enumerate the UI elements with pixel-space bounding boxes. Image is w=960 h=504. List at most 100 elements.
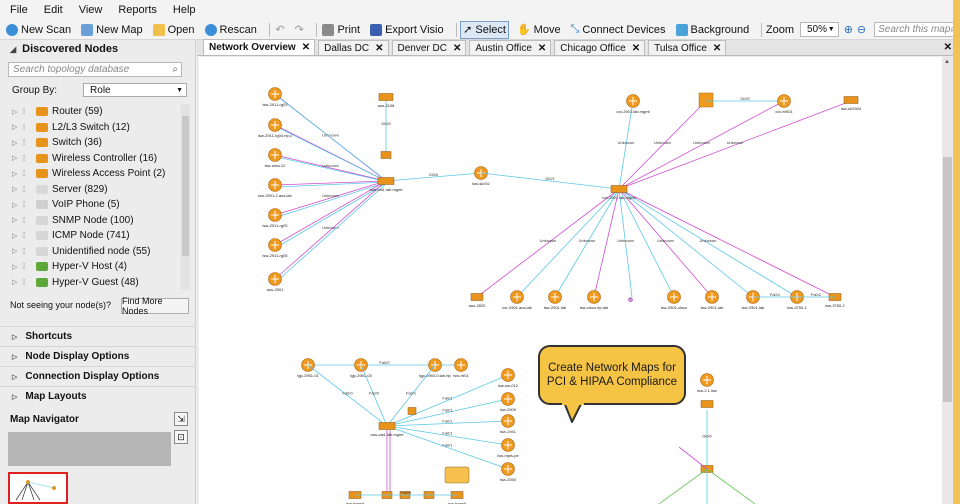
tab-2[interactable]: Denver DC✕ bbox=[391, 40, 467, 55]
role-list-item[interactable]: ▷⁞⁞L2/L3 Switch (12) bbox=[0, 120, 180, 136]
role-list-item[interactable]: ▷⁞⁞SNMP Node (100) bbox=[0, 213, 180, 229]
menu-help[interactable]: Help bbox=[172, 4, 196, 16]
role-label: Server (829) bbox=[52, 183, 108, 195]
node-role-icon bbox=[36, 153, 48, 163]
expand-arrow-icon[interactable]: ▷ bbox=[12, 201, 18, 209]
link-label: Unknown bbox=[322, 133, 339, 138]
network-link bbox=[274, 180, 387, 280]
visio-icon bbox=[370, 23, 383, 36]
node-label: isw-2901-cisco bbox=[661, 305, 688, 310]
close-icon[interactable]: ✕ bbox=[301, 42, 311, 53]
expand-arrow-icon[interactable]: ▷ bbox=[12, 170, 18, 178]
node-label: isw-2901.lab bbox=[544, 305, 567, 310]
group-by-select[interactable]: Role ▼ bbox=[83, 83, 188, 97]
tab-5[interactable]: Tulsa Office✕ bbox=[648, 40, 727, 55]
menu-reports[interactable]: Reports bbox=[118, 4, 157, 16]
role-list-item[interactable]: ▷⁞⁞VoIP Phone (5) bbox=[0, 197, 180, 213]
tab-0[interactable]: Network Overview✕ bbox=[203, 39, 316, 55]
open-button[interactable]: Open bbox=[151, 21, 197, 39]
print-button[interactable]: Print bbox=[320, 21, 362, 39]
drag-handle-icon[interactable]: ⁞⁞ bbox=[22, 169, 25, 179]
callout-line-2: PCI & HIPAA Compliance bbox=[546, 376, 678, 388]
expand-arrow-icon[interactable]: ▷ bbox=[12, 263, 18, 271]
link-label: Fa0/2 bbox=[811, 292, 822, 297]
drag-handle-icon[interactable]: ⁞⁞ bbox=[22, 200, 25, 210]
drag-handle-icon[interactable]: ⁞⁞ bbox=[22, 277, 25, 287]
close-icon[interactable]: ✕ bbox=[631, 42, 641, 54]
expand-arrow-icon[interactable]: ▷ bbox=[12, 248, 18, 256]
menu-view[interactable]: View bbox=[78, 4, 103, 16]
menu-edit[interactable]: Edit bbox=[43, 4, 63, 16]
zoom-select[interactable]: 50% ▼ bbox=[799, 22, 839, 37]
canvas-vertical-scrollbar[interactable]: ▲ bbox=[942, 57, 953, 504]
drag-handle-icon[interactable]: ⁞⁞ bbox=[22, 107, 25, 117]
select-tool-button[interactable]: ➚ Select bbox=[460, 20, 509, 39]
role-list-item[interactable]: ▷ ⁞⁞ Hyper-V Guest (48) bbox=[0, 275, 180, 291]
drag-handle-icon[interactable]: ⁞⁞ bbox=[22, 138, 25, 148]
link-label: Unknown bbox=[657, 238, 674, 243]
expand-arrow-icon[interactable]: ▷ bbox=[12, 232, 18, 240]
scroll-up-icon[interactable]: ▲ bbox=[944, 59, 950, 65]
toolbar-separator bbox=[761, 22, 762, 37]
drag-handle-icon[interactable]: ⁞⁞ bbox=[22, 246, 25, 256]
role-list-item[interactable]: ▷ ⁞⁞ Server (829) bbox=[0, 182, 180, 198]
expand-arrow-icon[interactable]: ▷ bbox=[12, 186, 18, 194]
role-list-item[interactable]: ▷⁞⁞ICMP Node (741) bbox=[0, 228, 180, 244]
expand-arrow-icon[interactable]: ▷ bbox=[12, 124, 18, 132]
map-search-input[interactable]: Search this map ⌕ bbox=[874, 22, 960, 37]
close-icon[interactable]: ✕ bbox=[712, 42, 722, 54]
zoom-out-icon[interactable]: ⊖ bbox=[856, 24, 867, 36]
scrollbar-thumb[interactable] bbox=[182, 116, 189, 256]
role-list-item[interactable]: ▷⁞⁞Switch (36) bbox=[0, 135, 180, 151]
role-list-item[interactable]: ▷⁞⁞Wireless Controller (16) bbox=[0, 151, 180, 167]
close-icon[interactable]: ✕ bbox=[375, 42, 384, 54]
group-by-value: Role bbox=[90, 84, 111, 96]
close-icon[interactable]: ✕ bbox=[537, 42, 547, 54]
scrollbar-thumb[interactable] bbox=[943, 157, 952, 402]
drag-handle-icon[interactable]: ⁞⁞ bbox=[22, 153, 25, 163]
drag-handle-icon[interactable]: ⁞⁞ bbox=[22, 231, 25, 241]
expand-arrow-icon[interactable]: ▷ bbox=[12, 217, 18, 225]
background-button[interactable]: Background bbox=[674, 21, 752, 39]
find-more-nodes-button[interactable]: Find More Nodes bbox=[121, 296, 189, 316]
network-link bbox=[276, 181, 389, 218]
discovered-nodes-header[interactable]: ◢ Discovered Nodes bbox=[0, 40, 195, 58]
node-role-icon bbox=[36, 215, 48, 225]
export-visio-button[interactable]: Export Visio bbox=[368, 21, 446, 39]
tab-1[interactable]: Dallas DC✕ bbox=[318, 40, 389, 55]
node-label: isw-3750-2 bbox=[825, 303, 845, 308]
drag-handle-icon[interactable]: ⁞⁞ bbox=[22, 262, 25, 272]
close-icon[interactable]: ✕ bbox=[452, 42, 462, 54]
expand-arrow-icon[interactable]: ▷ bbox=[12, 279, 18, 287]
drag-handle-icon[interactable]: ⁞⁞ bbox=[22, 215, 25, 225]
menu-file[interactable]: File bbox=[10, 4, 28, 16]
expand-arrow-icon[interactable]: ▷ bbox=[12, 139, 18, 147]
redo-button[interactable]: ↷ bbox=[293, 21, 306, 39]
role-list-item[interactable]: ▷⁞⁞Unidentified node (55) bbox=[0, 244, 180, 260]
expand-arrow-icon[interactable]: ▷ bbox=[12, 155, 18, 163]
drag-handle-icon[interactable]: ⁞⁞ bbox=[22, 184, 25, 194]
drag-handle-icon[interactable]: ⁞⁞ bbox=[22, 122, 25, 132]
new-map-button[interactable]: New Map bbox=[79, 21, 144, 39]
connect-devices-button[interactable]: ⤡ Connect Devices bbox=[569, 21, 668, 39]
close-all-tabs-icon[interactable]: ✕ bbox=[943, 42, 952, 53]
undo-button[interactable]: ↶ bbox=[273, 21, 286, 39]
network-link bbox=[554, 188, 620, 298]
move-tool-button[interactable]: ✋ Move bbox=[515, 21, 563, 39]
zoom-in-icon[interactable]: ⊕ bbox=[843, 24, 853, 36]
tab-3[interactable]: Austin Office✕ bbox=[469, 40, 552, 55]
network-map[interactable]: Unknownisw-2911-rg01isw-2911-rg04.rtp.cU… bbox=[199, 57, 942, 504]
role-list-item[interactable]: ▷⁞⁞Wireless Access Point (2) bbox=[0, 166, 180, 182]
tab-4[interactable]: Chicago Office✕ bbox=[554, 40, 646, 55]
role-list-scrollbar[interactable] bbox=[181, 104, 190, 290]
topology-search-input[interactable]: Search topology database ⌕ bbox=[8, 62, 182, 77]
network-link bbox=[658, 468, 708, 504]
expand-arrow-icon[interactable]: ▷ bbox=[12, 108, 18, 116]
role-label: Hyper-V Guest (48) bbox=[52, 276, 139, 288]
role-list-item[interactable]: ▷⁞⁞Router (59) bbox=[0, 104, 180, 120]
node-role-icon bbox=[36, 262, 48, 272]
rescan-button[interactable]: Rescan bbox=[203, 21, 259, 39]
role-list-item[interactable]: ▷⁞⁞Hyper-V Host (4) bbox=[0, 259, 180, 275]
new-scan-button[interactable]: New Scan bbox=[4, 21, 73, 39]
